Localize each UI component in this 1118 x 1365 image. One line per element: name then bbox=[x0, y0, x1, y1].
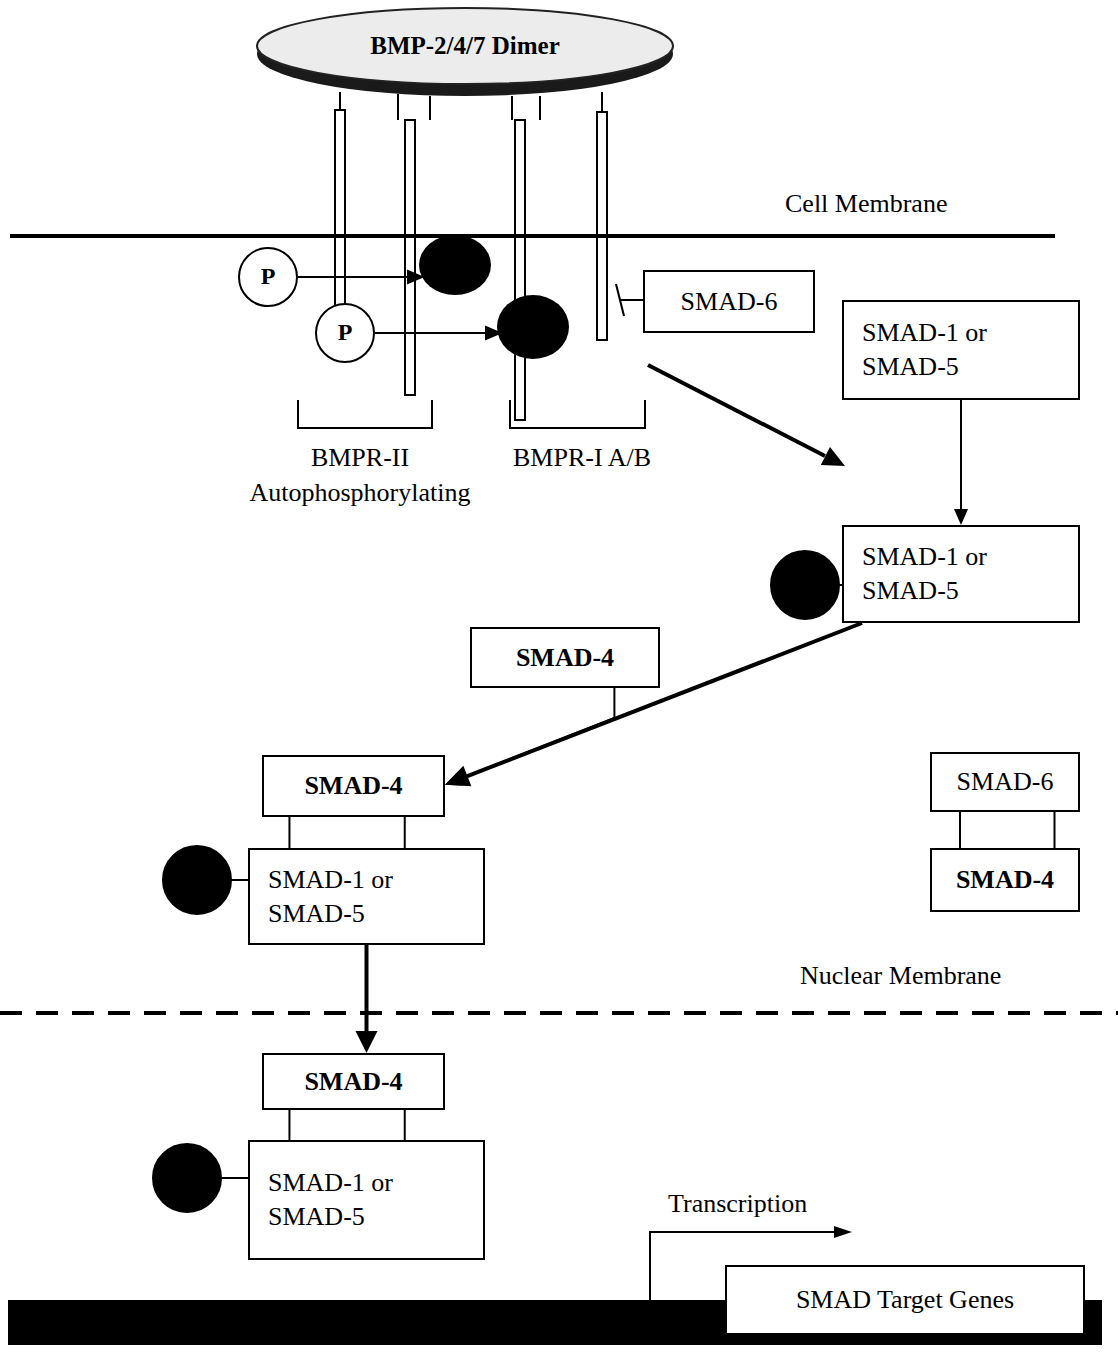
node-text: SMAD-1 or SMAD-5 bbox=[268, 863, 408, 931]
connector-line bbox=[467, 623, 862, 776]
node-text: SMAD-6 bbox=[681, 285, 778, 319]
receptor-chains bbox=[335, 110, 607, 420]
connector-line bbox=[1054, 812, 1056, 848]
node-text: P bbox=[338, 317, 353, 348]
receptor-brackets bbox=[298, 400, 645, 428]
kinase-domain bbox=[419, 235, 491, 295]
ligand-ellipse: BMP-2/4/7 Dimer bbox=[255, 2, 675, 98]
node-text: SMAD-6 bbox=[957, 765, 1054, 799]
protein-box: SMAD-4 bbox=[262, 1053, 445, 1110]
cell-membrane-line bbox=[10, 234, 1055, 238]
connector bbox=[289, 817, 404, 848]
connector bbox=[445, 688, 614, 785]
protein-box: SMAD-4 bbox=[470, 627, 660, 688]
receptor-label: BMPR-I A/B bbox=[492, 440, 672, 475]
connector bbox=[289, 1110, 404, 1140]
gene-box: SMAD Target Genes bbox=[725, 1265, 1085, 1335]
protein-box: SMAD-1 or SMAD-5 bbox=[842, 525, 1080, 623]
connector-line bbox=[960, 400, 962, 509]
node-text: SMAD-4 bbox=[304, 1065, 402, 1099]
ligand-ticks bbox=[340, 92, 602, 120]
nuclear-membrane-line bbox=[0, 1011, 1118, 1015]
receptor-label: BMPR-II Autophosphorylating bbox=[220, 440, 500, 510]
node-text: P bbox=[261, 261, 276, 292]
connector bbox=[960, 812, 1055, 848]
protein-box: SMAD-6 bbox=[930, 752, 1080, 812]
connector-line bbox=[404, 817, 406, 848]
protein-box: SMAD-4 bbox=[930, 848, 1080, 912]
kinase-domain bbox=[497, 295, 569, 359]
connector bbox=[954, 400, 968, 525]
node-text: SMAD-1 or SMAD-5 bbox=[862, 316, 1002, 384]
protein-box: SMAD-6 bbox=[643, 270, 815, 333]
protein-box: SMAD-1 or SMAD-5 bbox=[842, 300, 1080, 400]
membrane-label: Nuclear Membrane bbox=[800, 958, 1001, 993]
connector-line bbox=[404, 1110, 406, 1140]
node-text: SMAD-1 or SMAD-5 bbox=[268, 1166, 408, 1234]
arrowhead bbox=[954, 509, 968, 525]
protein-box: SMAD-1 or SMAD-5 bbox=[248, 848, 485, 945]
membrane-label: Cell Membrane bbox=[785, 186, 947, 221]
connector-line bbox=[959, 812, 961, 848]
node-text: BMP-2/4/7 Dimer bbox=[370, 30, 560, 63]
node-text: SMAD-4 bbox=[956, 863, 1054, 897]
node-text: SMAD-4 bbox=[516, 641, 614, 675]
node-text: SMAD Target Genes bbox=[796, 1283, 1014, 1317]
connector-line bbox=[288, 817, 290, 848]
phosphate-dots bbox=[153, 551, 842, 1212]
connector-line bbox=[460, 688, 615, 779]
smad6-inhibition-bar bbox=[616, 284, 643, 316]
node-text: SMAD-1 or SMAD-5 bbox=[862, 540, 1002, 608]
arrowhead bbox=[445, 766, 471, 787]
connector-line bbox=[288, 1110, 290, 1140]
phosphate-circle: P bbox=[315, 303, 375, 363]
connector-line bbox=[365, 945, 369, 1031]
node-text: SMAD-4 bbox=[304, 769, 402, 803]
protein-box: SMAD-1 or SMAD-5 bbox=[248, 1140, 485, 1260]
process-label: Transcription bbox=[668, 1186, 807, 1221]
phosphate-circle: P bbox=[238, 247, 298, 307]
connector bbox=[445, 623, 862, 786]
arrowhead bbox=[356, 1031, 378, 1053]
connector bbox=[356, 945, 378, 1053]
receptor-activation-arrow bbox=[648, 365, 845, 466]
protein-box: SMAD-4 bbox=[262, 755, 445, 817]
